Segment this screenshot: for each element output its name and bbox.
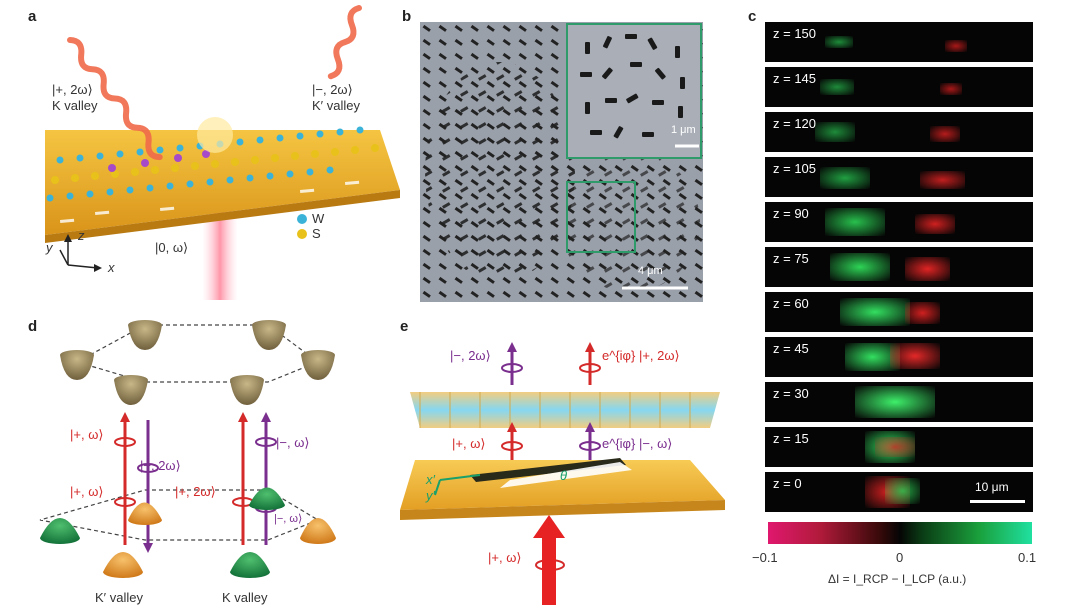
z-row-145: z = 145 [765,67,1033,107]
panel-b: b 1 μm [400,0,720,305]
z-row-150: z = 150 [765,22,1033,62]
valley-right-label: K valley [222,590,268,605]
panel-e: e [390,310,740,615]
main-scalebar-label: 4 μm [638,265,663,277]
colorbar-label: ΔI = I_RCP − I_LCP (a.u.) [828,572,966,586]
scalebar-line [970,500,1025,503]
panel-a-illustration [0,0,410,305]
label-bottom-plus-w: |+, ω⟩ [488,550,521,566]
label-plus-2w: |+, 2ω⟩ [175,484,216,500]
panel-e-diagram [390,310,740,615]
label-0-w: |0, ω⟩ [155,240,188,256]
label-plus-w-2: |+, ω⟩ [70,484,103,500]
label-plus-w: |+, ω⟩ [452,436,485,452]
z-row-0: z = 0 10 μm [765,472,1033,512]
valley-left-label: K′ valley [95,590,143,605]
inset-scalebar-label: 1 μm [671,124,696,136]
axis-xprime: x′ [426,472,435,487]
panel-c-letter: c [748,8,756,25]
z-label: z = 105 [773,161,816,176]
z-row-45: z = 45 [765,337,1033,377]
z-label: z = 90 [773,206,809,221]
scalebar-label: 10 μm [975,480,1009,494]
label-minus-2w: |−, 2ω⟩ [450,348,491,364]
z-label: z = 150 [773,26,816,41]
label-minus-2w: |−, 2ω⟩ [312,82,353,98]
z-row-75: z = 75 [765,247,1033,287]
label-kprime-valley: K′ valley [312,98,360,113]
z-label: z = 60 [773,296,809,311]
colorbar-mid: 0 [896,550,903,565]
axis-yprime: y′ [426,488,435,503]
label-phase-minus-w: e^{iφ} |−, ω⟩ [602,436,672,452]
z-label: z = 30 [773,386,809,401]
z-row-30: z = 30 [765,382,1033,422]
legend-s: S [312,226,321,241]
theta-label: θ [560,468,567,483]
label-minus-2w: |−, 2ω⟩ [140,458,181,474]
colorbar-max: 0.1 [1018,550,1036,565]
label-minus-w: |−, ω⟩ [276,435,309,451]
legend-w: W [312,211,324,226]
z-label: z = 145 [773,71,816,86]
label-k-valley: K valley [52,98,98,113]
z-row-60: z = 60 [765,292,1033,332]
panel-a: a [0,0,410,305]
z-label: z = 45 [773,341,809,356]
axis-z: z [78,228,85,243]
colorbar [768,522,1032,544]
z-label: z = 0 [773,476,802,491]
axis-y: y [46,240,53,255]
z-row-120: z = 120 [765,112,1033,152]
z-label: z = 120 [773,116,816,131]
panel-d-diagram [0,310,390,615]
z-label: z = 75 [773,251,809,266]
panel-b-letter: b [402,8,411,25]
label-plus-2w: |+, 2ω⟩ [52,82,93,98]
z-row-105: z = 105 [765,157,1033,197]
panel-b-sem-image [420,22,703,302]
colorbar-min: −0.1 [752,550,778,565]
z-label: z = 15 [773,431,809,446]
label-phase-plus-2w: e^{iφ} |+, 2ω⟩ [602,348,680,364]
axis-x: x [108,260,115,275]
z-row-90: z = 90 [765,202,1033,242]
label-minus-w2: |−, ω⟩ [274,512,302,525]
panel-d: d [0,310,390,615]
label-plus-w-1: |+, ω⟩ [70,427,103,443]
z-row-15: z = 15 [765,427,1033,467]
